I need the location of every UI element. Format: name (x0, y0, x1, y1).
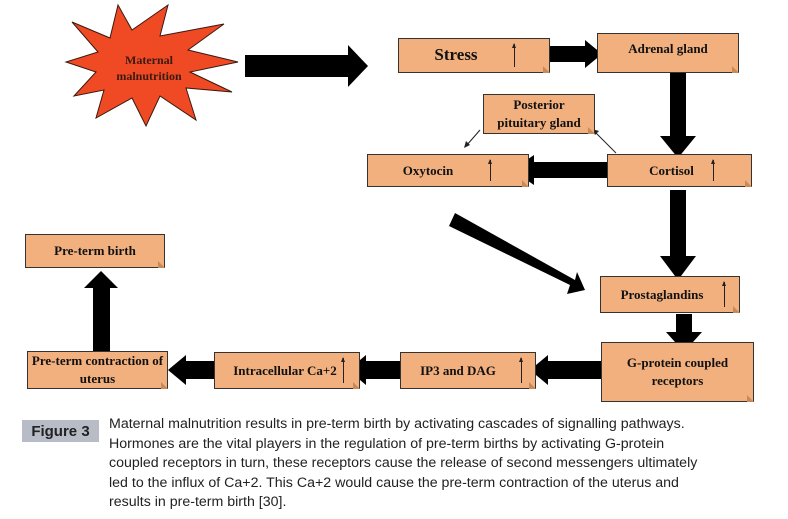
maternal-malnutrition-label: Maternal malnutrition (116, 53, 182, 83)
page-fold-icon (745, 180, 752, 187)
node-gpcr: G-protein coupled receptors (601, 342, 754, 402)
page-fold-icon (161, 382, 168, 389)
node-prostaglandins: Prostaglandins (600, 276, 740, 313)
caption-line: results in pre-term birth [30]. (109, 494, 287, 511)
node-label: Pre-term birth (54, 243, 136, 259)
node-preterm-contraction: Pre-term contraction of uterus (27, 351, 168, 389)
node-cortisol: Cortisol (607, 154, 752, 187)
page-fold-icon (732, 66, 739, 73)
thin-arrow-cortisol-to-pituitary (593, 130, 617, 154)
increase-arrow-icon (512, 43, 516, 67)
page-fold-icon (733, 306, 740, 313)
node-intracellular-ca: Intracellular Ca+2 (214, 352, 360, 389)
caption-line: coupled receptors in turn, these recepto… (109, 455, 698, 472)
page-fold-icon (158, 261, 165, 268)
node-ip3-dag: IP3 and DAG (400, 352, 536, 389)
node-label: G-protein coupled receptors (626, 355, 729, 388)
caption-line: Hormones are the vital players in the re… (109, 435, 665, 452)
caption-line: Maternal malnutrition results in pre-ter… (109, 416, 685, 432)
arrow-stress-to-adrenal (533, 40, 602, 68)
arrow-cortisol-to-prostaglandins (660, 190, 696, 280)
node-label: Stress (434, 45, 478, 65)
node-label: Oxytocin (402, 162, 454, 178)
arrow-ip3-to-ca (348, 355, 400, 385)
page-fold-icon (522, 180, 529, 187)
increase-arrow-icon (488, 159, 492, 181)
caption-line: led to the influx of Ca+2. This Ca+2 wou… (109, 474, 679, 491)
node-preterm-birth: Pre-term birth (25, 234, 165, 268)
increase-arrow-icon (711, 159, 715, 181)
arrow-malnutrition-to-stress (245, 45, 368, 87)
increase-arrow-icon (722, 281, 726, 307)
thin-arrow-pituitary-to-oxytocin (465, 129, 481, 147)
arrow-adrenal-to-cortisol (660, 72, 696, 158)
node-label: Adrenal gland (628, 41, 708, 56)
node-label: IP3 and DAG (420, 362, 496, 378)
figure-caption: Maternal malnutrition results in pre-ter… (109, 415, 754, 513)
node-stress: Stress (398, 38, 550, 73)
node-label: Pre-term contraction of uterus (31, 353, 164, 386)
page-fold-icon (588, 127, 595, 134)
page-fold-icon (747, 395, 754, 402)
page-fold-icon (529, 382, 536, 389)
arrow-ca-to-contraction (168, 355, 224, 385)
arrow-gpcr-to-ip3 (530, 355, 602, 385)
increase-arrow-icon (519, 357, 523, 383)
node-label: Posterior pituitary gland (497, 97, 581, 130)
node-label: Prostaglandins (620, 286, 704, 302)
node-label: Cortisol (649, 162, 694, 178)
thin-arrowhead (464, 141, 470, 148)
maternal-malnutrition-star (64, 3, 239, 128)
increase-arrow-icon (341, 357, 345, 383)
figure-label: Figure 3 (22, 420, 99, 442)
node-label: Intracellular Ca+2 (233, 362, 337, 378)
node-adrenal-gland: Adrenal gland (597, 33, 739, 73)
arrow-cortisol-to-oxytocin (512, 155, 610, 185)
arrow-oxytocin-to-prostaglandins (449, 213, 585, 294)
page-fold-icon (353, 382, 360, 389)
arrow-prostaglandins-to-gpcr (666, 314, 702, 352)
arrow-contraction-to-birth (84, 271, 118, 352)
node-posterior-pituitary: Posterior pituitary gland (483, 94, 595, 134)
page-fold-icon (543, 66, 550, 73)
node-oxytocin: Oxytocin (367, 154, 529, 187)
